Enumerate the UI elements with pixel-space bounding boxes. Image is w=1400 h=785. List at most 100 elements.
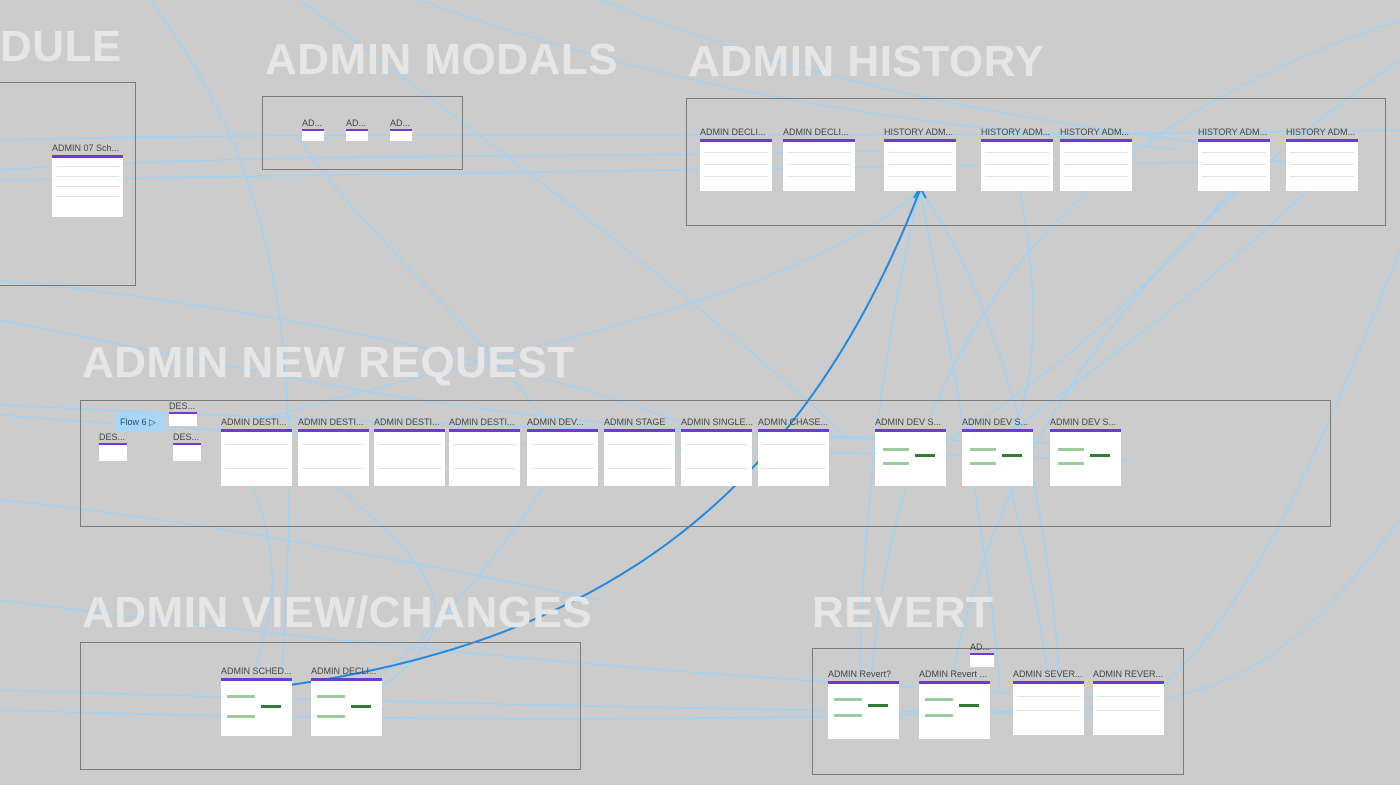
frame-modal-3[interactable]: AD... (390, 118, 412, 141)
frame-screen (390, 129, 412, 141)
frame-label: ADMIN REVER... (1093, 669, 1164, 679)
frame-label: ADMIN DESTI... (221, 417, 287, 427)
frame-modal-1[interactable]: AD... (302, 118, 324, 141)
frame-screen (346, 129, 368, 141)
frame-label: ADMIN STAGE (604, 417, 666, 427)
frame-new-2[interactable]: ADMIN DESTI... (298, 417, 369, 486)
section-title-admin-view-changes: ADMIN VIEW/CHANGES (82, 588, 593, 637)
frame-label: ADMIN DECLI... (783, 127, 849, 137)
frame-screen (99, 443, 127, 461)
frame-history-7[interactable]: HISTORY ADM... (1286, 127, 1358, 191)
frame-new-5[interactable]: ADMIN DEV... (527, 417, 598, 486)
frame-history-1[interactable]: ADMIN DECLI... (700, 127, 772, 191)
frame-label: AD... (346, 118, 367, 128)
section-title-module: DULE (0, 22, 122, 71)
frame-new-1[interactable]: ADMIN DESTI... (221, 417, 292, 486)
frame-label: ADMIN DEV S... (962, 417, 1029, 427)
frame-label: ADMIN DEV S... (875, 417, 942, 427)
frame-screen (169, 412, 197, 426)
frame-view-2[interactable]: ADMIN DECLI... (311, 666, 382, 736)
section-admin-history[interactable] (686, 98, 1386, 226)
section-admin-view-changes[interactable] (80, 642, 581, 770)
frame-screen (970, 653, 994, 667)
frame-label: DES... (169, 401, 196, 411)
frame-label: HISTORY ADM... (884, 127, 954, 137)
frame-label: ADMIN DESTI... (298, 417, 364, 427)
section-revert[interactable] (812, 648, 1184, 775)
section-admin-new-request[interactable] (80, 400, 1331, 527)
frame-label: AD... (970, 642, 991, 652)
frame-screen (884, 139, 956, 191)
section-title-admin-new-request: ADMIN NEW REQUEST (82, 338, 575, 387)
section-title-admin-modals: ADMIN MODALS (265, 35, 619, 84)
frame-new-3[interactable]: ADMIN DESTI... (374, 417, 445, 486)
frame-screen (1093, 681, 1164, 735)
frame-history-2[interactable]: ADMIN DECLI... (783, 127, 855, 191)
frame-label: ADMIN DESTI... (449, 417, 515, 427)
frame-screen (681, 429, 752, 486)
section-admin-modals[interactable] (262, 96, 463, 170)
frame-new-11[interactable]: ADMIN DEV S... (1050, 417, 1121, 486)
frame-label: ADMIN CHASE... (758, 417, 829, 427)
section-module[interactable] (0, 82, 136, 286)
frame-screen (828, 681, 899, 739)
frame-des-2[interactable]: DES... (99, 432, 127, 461)
frame-screen (783, 139, 855, 191)
frame-label: ADMIN Revert? (828, 669, 892, 679)
frame-label: ADMIN DEV... (527, 417, 584, 427)
frame-new-6[interactable]: ADMIN STAGE (604, 417, 675, 486)
section-title-revert: REVERT (812, 588, 994, 637)
section-title-admin-history: ADMIN HISTORY (688, 37, 1045, 86)
frame-admin-07-schedule[interactable]: ADMIN 07 Sch... (52, 143, 123, 217)
frame-screen (919, 681, 990, 739)
frame-history-6[interactable]: HISTORY ADM... (1198, 127, 1270, 191)
frame-screen (449, 429, 520, 486)
frame-screen (981, 139, 1053, 191)
frame-screen (527, 429, 598, 486)
frame-label: ADMIN 07 Sch... (52, 143, 120, 153)
frame-screen (962, 429, 1033, 486)
frame-new-4[interactable]: ADMIN DESTI... (449, 417, 520, 486)
play-icon: ▷ (149, 417, 156, 427)
frame-label: HISTORY ADM... (1198, 127, 1268, 137)
frame-screen (604, 429, 675, 486)
frame-screen (221, 678, 292, 736)
frame-label: ADMIN DESTI... (374, 417, 440, 427)
flow-starting-point-tag[interactable]: Flow 6 ▷ (115, 412, 165, 432)
frame-des-1[interactable]: DES... (169, 401, 197, 426)
frame-label: ADMIN SCHED... (221, 666, 292, 676)
frame-label: HISTORY ADM... (981, 127, 1051, 137)
frame-label: HISTORY ADM... (1286, 127, 1356, 137)
frame-screen (221, 429, 292, 486)
frame-label: ADMIN SINGLE... (681, 417, 754, 427)
frame-label: ADMIN DEV S... (1050, 417, 1117, 427)
frame-label: ADMIN SEVER... (1013, 669, 1083, 679)
frame-new-7[interactable]: ADMIN SINGLE... (681, 417, 753, 486)
frame-revert-1[interactable]: ADMIN Revert? (828, 669, 899, 739)
frame-screen (302, 129, 324, 141)
frame-label: AD... (390, 118, 411, 128)
frame-screen (298, 429, 369, 486)
frame-screen (1198, 139, 1270, 191)
frame-history-3[interactable]: HISTORY ADM... (884, 127, 956, 191)
frame-modal-2[interactable]: AD... (346, 118, 368, 141)
frame-revert-small[interactable]: AD... (970, 642, 994, 667)
frame-screen (758, 429, 829, 486)
frame-des-3[interactable]: DES... (173, 432, 201, 461)
frame-history-4[interactable]: HISTORY ADM... (981, 127, 1053, 191)
frame-revert-2[interactable]: ADMIN Revert ... (919, 669, 990, 739)
frame-revert-3[interactable]: ADMIN SEVER... (1013, 669, 1084, 735)
frame-new-10[interactable]: ADMIN DEV S... (962, 417, 1033, 486)
frame-label: ADMIN DECLI... (700, 127, 766, 137)
frame-new-8[interactable]: ADMIN CHASE... (758, 417, 829, 486)
frame-screen (1013, 681, 1084, 735)
frame-screen (700, 139, 772, 191)
frame-label: DES... (99, 432, 126, 442)
frame-history-5[interactable]: HISTORY ADM... (1060, 127, 1132, 191)
frame-screen (875, 429, 946, 486)
frame-new-9[interactable]: ADMIN DEV S... (875, 417, 946, 486)
frame-revert-4[interactable]: ADMIN REVER... (1093, 669, 1164, 735)
frame-label: ADMIN DECLI... (311, 666, 377, 676)
frame-view-1[interactable]: ADMIN SCHED... (221, 666, 292, 736)
frame-screen (374, 429, 445, 486)
